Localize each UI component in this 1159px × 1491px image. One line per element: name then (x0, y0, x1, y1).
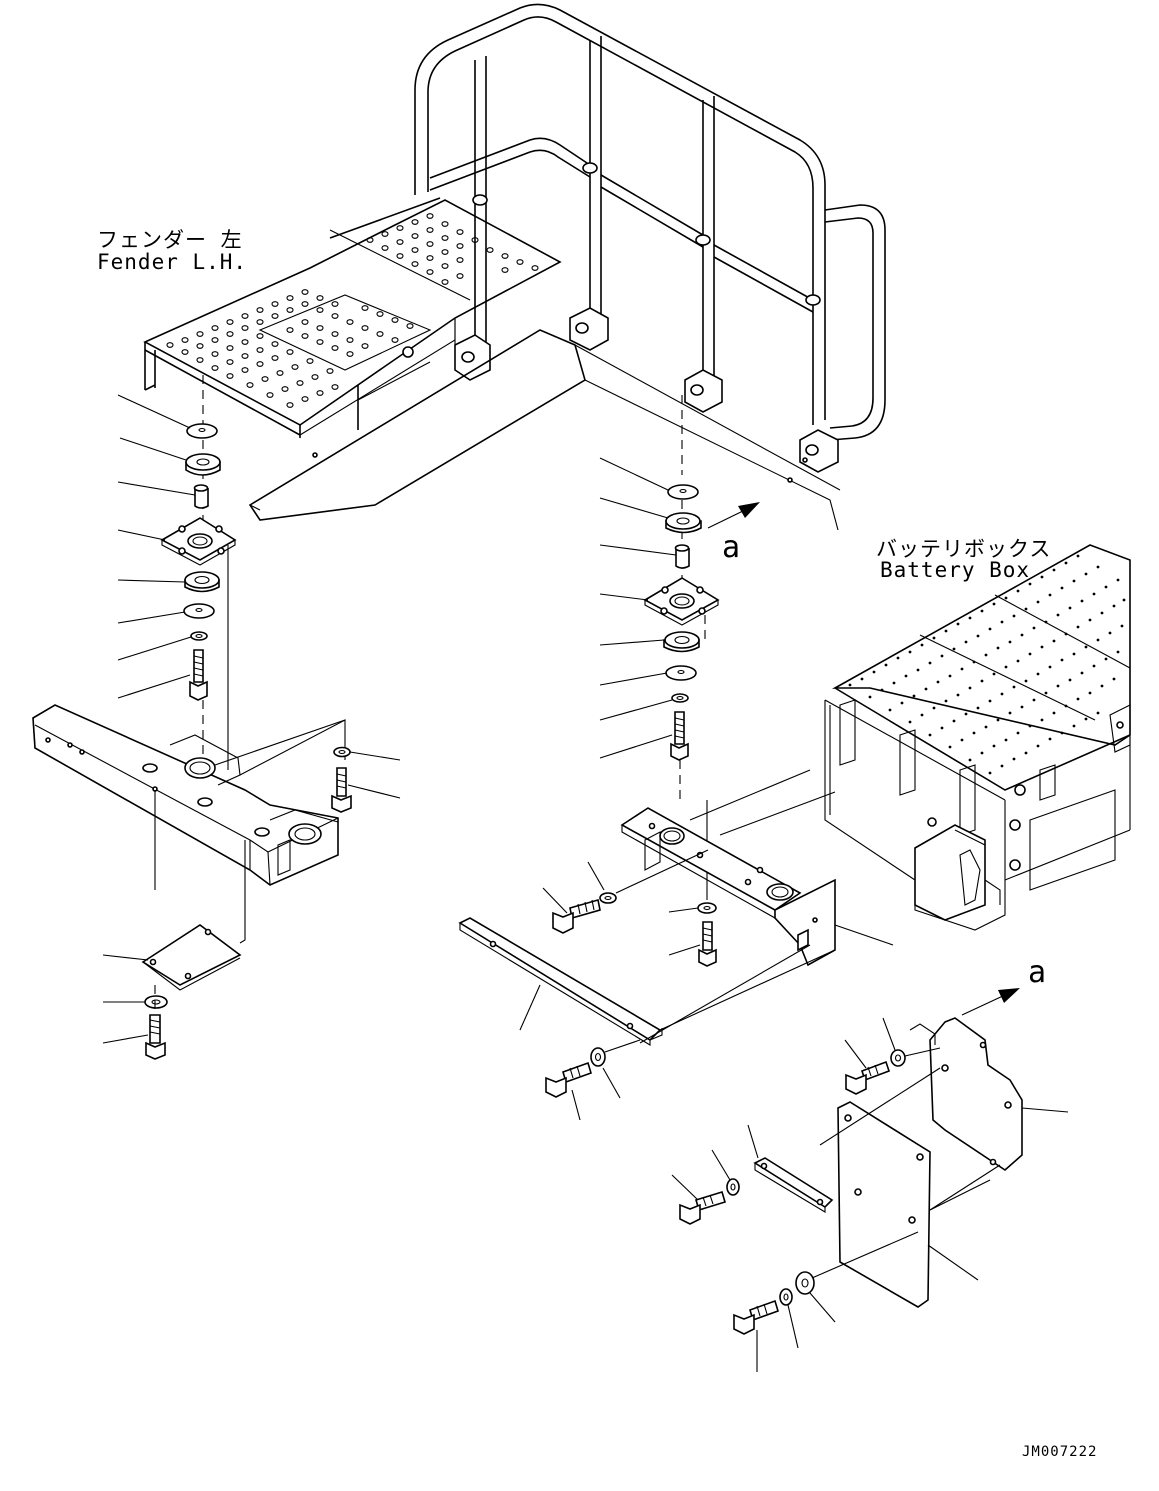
left-mount-stack (117, 375, 237, 770)
cover-bolts (671, 1017, 941, 1372)
battery-perforations (848, 554, 1126, 775)
right-mount-stack (599, 395, 720, 900)
view-ref-a-right: a (1028, 955, 1047, 990)
handrail-brackets (454, 307, 839, 473)
battery-label-en: Battery Box (880, 558, 1031, 582)
small-strap (747, 1124, 834, 1213)
view-ref-a-top: a (722, 530, 741, 565)
right-bracket-bolts (542, 849, 717, 967)
fender-step (248, 329, 841, 531)
arrow-a-top (707, 502, 760, 529)
battery-label-jp: バッテリボックス (876, 537, 1052, 561)
fender-perforations (166, 213, 539, 408)
handrail (414, 3, 886, 441)
battery-box (824, 544, 1131, 931)
arrow-a-right (961, 988, 1020, 1016)
fender-label-en: Fender L.H. (97, 250, 248, 274)
angle-rail-bolt (545, 1039, 641, 1121)
cover-plate-lower (819, 1067, 1001, 1308)
frame-side-bolts (331, 746, 401, 813)
left-bottom-plate (102, 924, 242, 1060)
cover-plate-upper (909, 1017, 1069, 1172)
angle-rail (458, 917, 836, 1046)
fender-lh (143, 197, 562, 438)
drawing-code: JM007222 (1022, 1444, 1098, 1460)
fender-label-jp: フェンダー 左 (97, 228, 243, 252)
left-frame-bracket (32, 704, 346, 944)
right-bracket (620, 769, 894, 967)
